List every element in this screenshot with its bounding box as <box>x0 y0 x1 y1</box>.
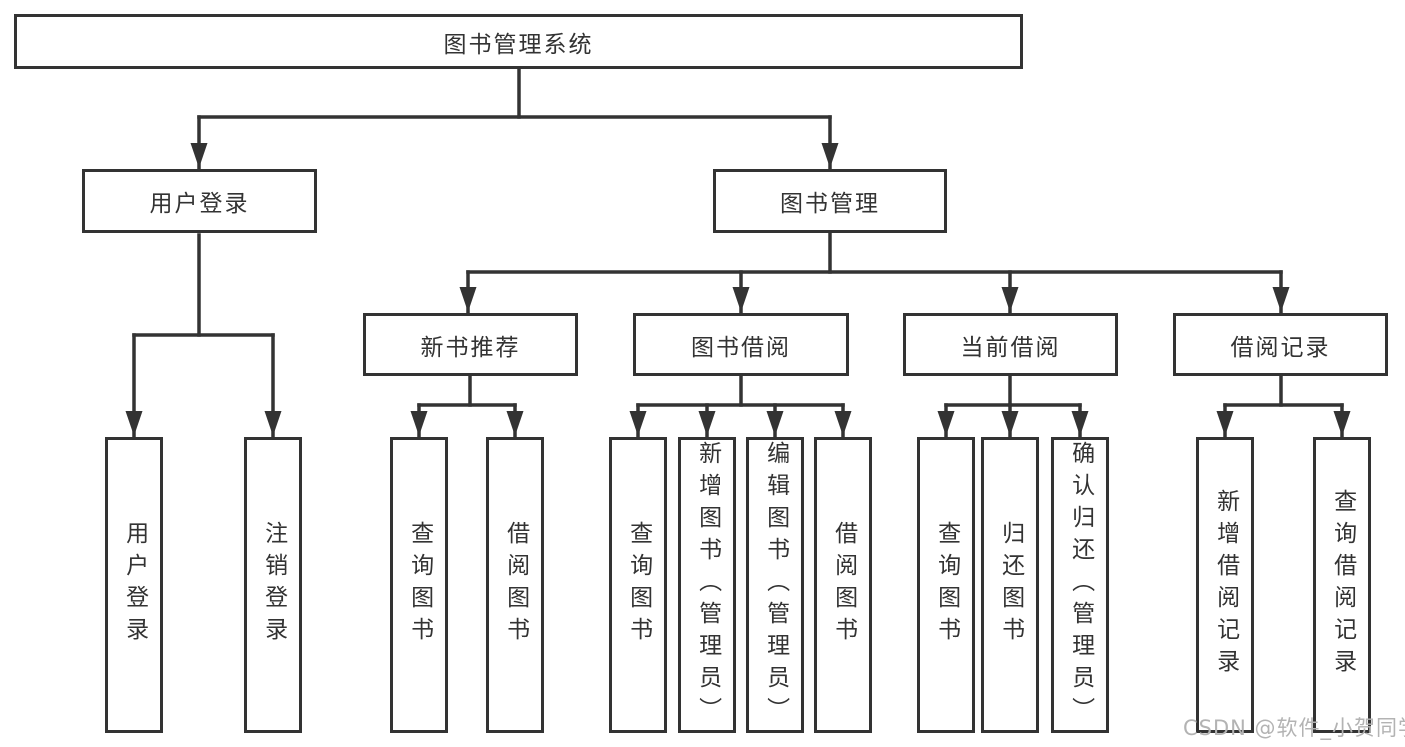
node-user-login-label: 用户登录 <box>149 191 250 217</box>
leaf-records-query-record-label: 查询借阅记录 <box>1329 489 1356 681</box>
leaf-current-query-books: 查询图书 <box>917 437 975 733</box>
leaf-current-confirm-return-admin-label: 确认归还（管理员） <box>1067 441 1094 729</box>
node-new-book-recommend-label: 新书推荐 <box>420 334 521 361</box>
leaf-newbook-query-books-label: 查询图书 <box>406 521 433 649</box>
node-book-management: 图书管理 <box>713 169 947 233</box>
leaf-newbook-borrow-books: 借阅图书 <box>486 437 544 733</box>
node-root: 图书管理系统 <box>14 14 1023 69</box>
leaf-borrowing-query-books: 查询图书 <box>609 437 667 733</box>
leaf-current-confirm-return-admin: 确认归还（管理员） <box>1051 437 1109 733</box>
node-current-borrowing-label: 当前借阅 <box>960 334 1061 361</box>
leaf-borrowing-add-books-admin-label: 新增图书（管理员） <box>694 441 721 729</box>
leaf-borrowing-edit-books-admin-label: 编辑图书（管理员） <box>762 441 789 729</box>
leaf-newbook-query-books: 查询图书 <box>390 437 448 733</box>
node-book-borrowing: 图书借阅 <box>633 313 849 376</box>
leaf-user-login: 用户登录 <box>105 437 163 733</box>
node-new-book-recommend: 新书推荐 <box>363 313 578 376</box>
leaf-current-return-books: 归还图书 <box>981 437 1039 733</box>
node-current-borrowing: 当前借阅 <box>903 313 1118 376</box>
node-borrow-records: 借阅记录 <box>1173 313 1388 376</box>
leaf-records-add-record: 新增借阅记录 <box>1196 437 1254 733</box>
leaf-newbook-borrow-books-label: 借阅图书 <box>502 521 529 649</box>
leaf-logout-label: 注销登录 <box>260 521 287 649</box>
node-root-label: 图书管理系统 <box>443 31 594 58</box>
node-book-borrowing-label: 图书借阅 <box>691 334 791 361</box>
leaf-borrowing-borrow-books-label: 借阅图书 <box>830 521 857 649</box>
leaf-current-query-books-label: 查询图书 <box>933 521 960 649</box>
leaf-borrowing-query-books-label: 查询图书 <box>625 521 652 649</box>
watermark-text: CSDN @软件_小贺同学 <box>1183 716 1405 740</box>
leaf-current-return-books-label: 归还图书 <box>997 521 1024 649</box>
node-borrow-records-label: 借阅记录 <box>1230 334 1331 361</box>
leaf-records-add-record-label: 新增借阅记录 <box>1212 489 1239 681</box>
leaf-borrowing-edit-books-admin: 编辑图书（管理员） <box>746 437 804 733</box>
node-book-management-label: 图书管理 <box>780 191 880 217</box>
node-user-login: 用户登录 <box>82 169 317 233</box>
leaf-borrowing-add-books-admin: 新增图书（管理员） <box>678 437 736 733</box>
leaf-logout: 注销登录 <box>244 437 302 733</box>
leaf-borrowing-borrow-books: 借阅图书 <box>814 437 872 733</box>
leaf-user-login-label: 用户登录 <box>121 521 148 649</box>
leaf-records-query-record: 查询借阅记录 <box>1313 437 1371 733</box>
